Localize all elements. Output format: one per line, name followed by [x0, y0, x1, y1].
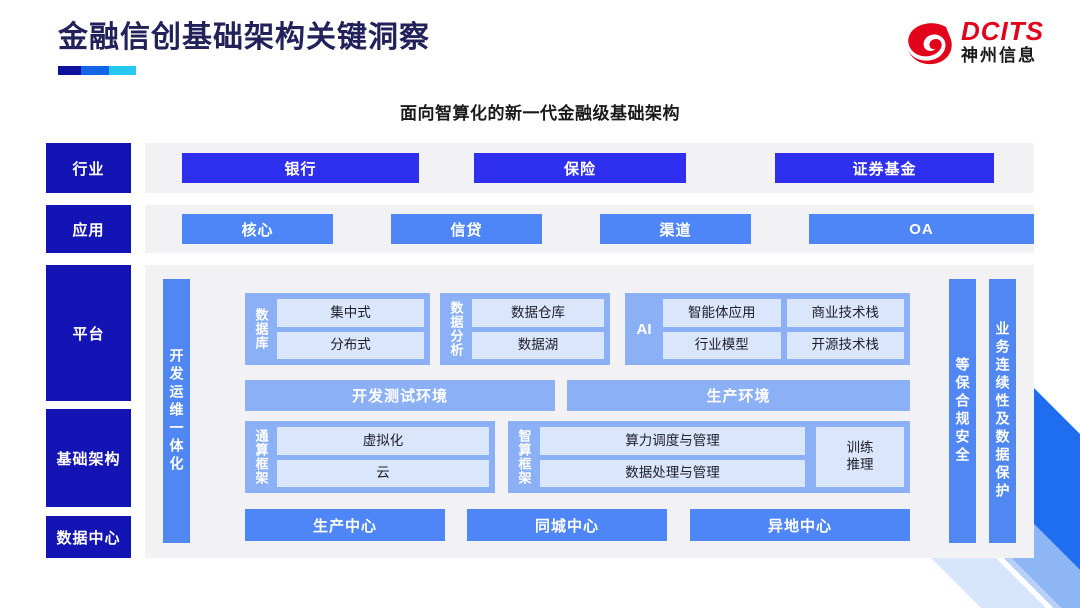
industry-box-insurance[interactable]: 保险	[474, 153, 686, 183]
group-col-main: 算力调度与管理 数据处理与管理	[540, 427, 805, 487]
architecture-diagram: 行业 银行 保险 证券基金 应用 核心 信贷 渠道 OA 平台 基础架构 数据中…	[46, 143, 1034, 568]
group-title-data-analysis: 数据分析	[448, 301, 464, 357]
layer-label-datacenter: 数据中心	[46, 516, 131, 558]
title-accent-bar	[58, 66, 136, 75]
cell-cloud[interactable]: 云	[277, 459, 489, 487]
dcits-swirl-logo-icon	[908, 23, 952, 65]
accent-segment	[109, 66, 136, 75]
group-body: 算力调度与管理 数据处理与管理 训练 推理	[540, 427, 904, 487]
cell-industry-model[interactable]: 行业模型	[663, 331, 781, 359]
page-title: 金融信创基础架构关键洞察	[58, 21, 430, 54]
industry-panel: 银行 保险 证券基金	[145, 143, 1034, 193]
cell-data-lake[interactable]: 数据湖	[472, 331, 604, 359]
group-title-ai: AI	[636, 320, 652, 338]
environment-box-production[interactable]: 生产环境	[567, 380, 910, 411]
logo-en-text: DCITS	[961, 16, 1044, 46]
group-ai: AI 智能体应用 商业技术栈 行业模型 开源技术栈	[625, 293, 910, 365]
cell-distributed[interactable]: 分布式	[277, 331, 424, 359]
vertical-strip-devops[interactable]: 开发运维一体化	[163, 279, 190, 543]
logo-cn-text: 神州信息	[961, 46, 1037, 65]
application-box-credit[interactable]: 信贷	[391, 214, 542, 244]
application-box-core[interactable]: 核心	[182, 214, 333, 244]
cell-data-warehouse[interactable]: 数据仓库	[472, 299, 604, 327]
group-body: 虚拟化 云	[277, 427, 489, 487]
cell-commercial-tech-stack[interactable]: 商业技术栈	[786, 299, 904, 327]
application-box-oa[interactable]: OA	[809, 214, 1034, 244]
layer-label-application: 应用	[46, 205, 131, 253]
layer-label-platform: 平台	[46, 265, 131, 401]
group-title-general-compute: 通算框架	[253, 429, 269, 485]
cell-centralized[interactable]: 集中式	[277, 299, 424, 327]
slide-header: 金融信创基础架构关键洞察 DCITS 神州信息	[0, 0, 1080, 92]
layer-label-infrastructure: 基础架构	[46, 409, 131, 507]
cell-open-source-tech-stack[interactable]: 开源技术栈	[786, 331, 904, 359]
application-box-channel[interactable]: 渠道	[600, 214, 751, 244]
layer-label-industry: 行业	[46, 143, 131, 193]
industry-box-bank[interactable]: 银行	[182, 153, 419, 183]
accent-segment	[58, 66, 82, 75]
cell-compute-scheduling[interactable]: 算力调度与管理	[540, 427, 805, 455]
logo-text: DCITS 神州信息	[961, 18, 1044, 66]
cell-training-inference[interactable]: 训练 推理	[816, 427, 904, 487]
cell-inference-line: 推理	[846, 457, 874, 472]
brand-logo: DCITS 神州信息	[905, 18, 1044, 66]
datacenter-box-remote[interactable]: 异地中心	[690, 509, 910, 541]
datacenter-box-production[interactable]: 生产中心	[245, 509, 445, 541]
environment-box-dev-test[interactable]: 开发测试环境	[245, 380, 555, 411]
page-subtitle: 面向智算化的新一代金融级基础架构	[400, 104, 680, 123]
group-title-database: 数据库	[253, 308, 269, 350]
group-row: 行业模型 开源技术栈	[663, 331, 904, 359]
group-title-intelligent-compute: 智算框架	[516, 429, 532, 485]
group-data-analysis: 数据分析 数据仓库 数据湖	[440, 293, 610, 365]
accent-segment	[81, 66, 110, 75]
group-general-compute-framework: 通算框架 虚拟化 云	[245, 421, 495, 493]
group-body: 智能体应用 商业技术栈 行业模型 开源技术栈	[663, 299, 904, 359]
cell-training-line: 训练	[846, 440, 874, 456]
group-row: 智能体应用 商业技术栈	[663, 299, 904, 327]
cell-virtualization[interactable]: 虚拟化	[277, 427, 489, 455]
industry-box-securities-fund[interactable]: 证券基金	[775, 153, 994, 183]
application-panel: 核心 信贷 渠道 OA	[145, 205, 1034, 253]
title-block: 金融信创基础架构关键洞察	[58, 18, 430, 75]
platform-infrastructure-panel: 开发运维一体化 等保合规安全 业务连续性及数据保护 数据库 集中式 分布式 数据…	[145, 265, 1034, 558]
vertical-strip-compliance-security[interactable]: 等保合规安全	[949, 279, 976, 543]
datacenter-box-same-city[interactable]: 同城中心	[467, 509, 667, 541]
cell-agent-application[interactable]: 智能体应用	[663, 299, 781, 327]
group-intelligent-compute-framework: 智算框架 算力调度与管理 数据处理与管理 训练 推理	[508, 421, 910, 493]
vertical-strip-business-continuity[interactable]: 业务连续性及数据保护	[989, 279, 1016, 543]
cell-data-processing[interactable]: 数据处理与管理	[540, 459, 805, 487]
group-body: 集中式 分布式	[277, 299, 424, 359]
group-database: 数据库 集中式 分布式	[245, 293, 430, 365]
group-body: 数据仓库 数据湖	[472, 299, 604, 359]
